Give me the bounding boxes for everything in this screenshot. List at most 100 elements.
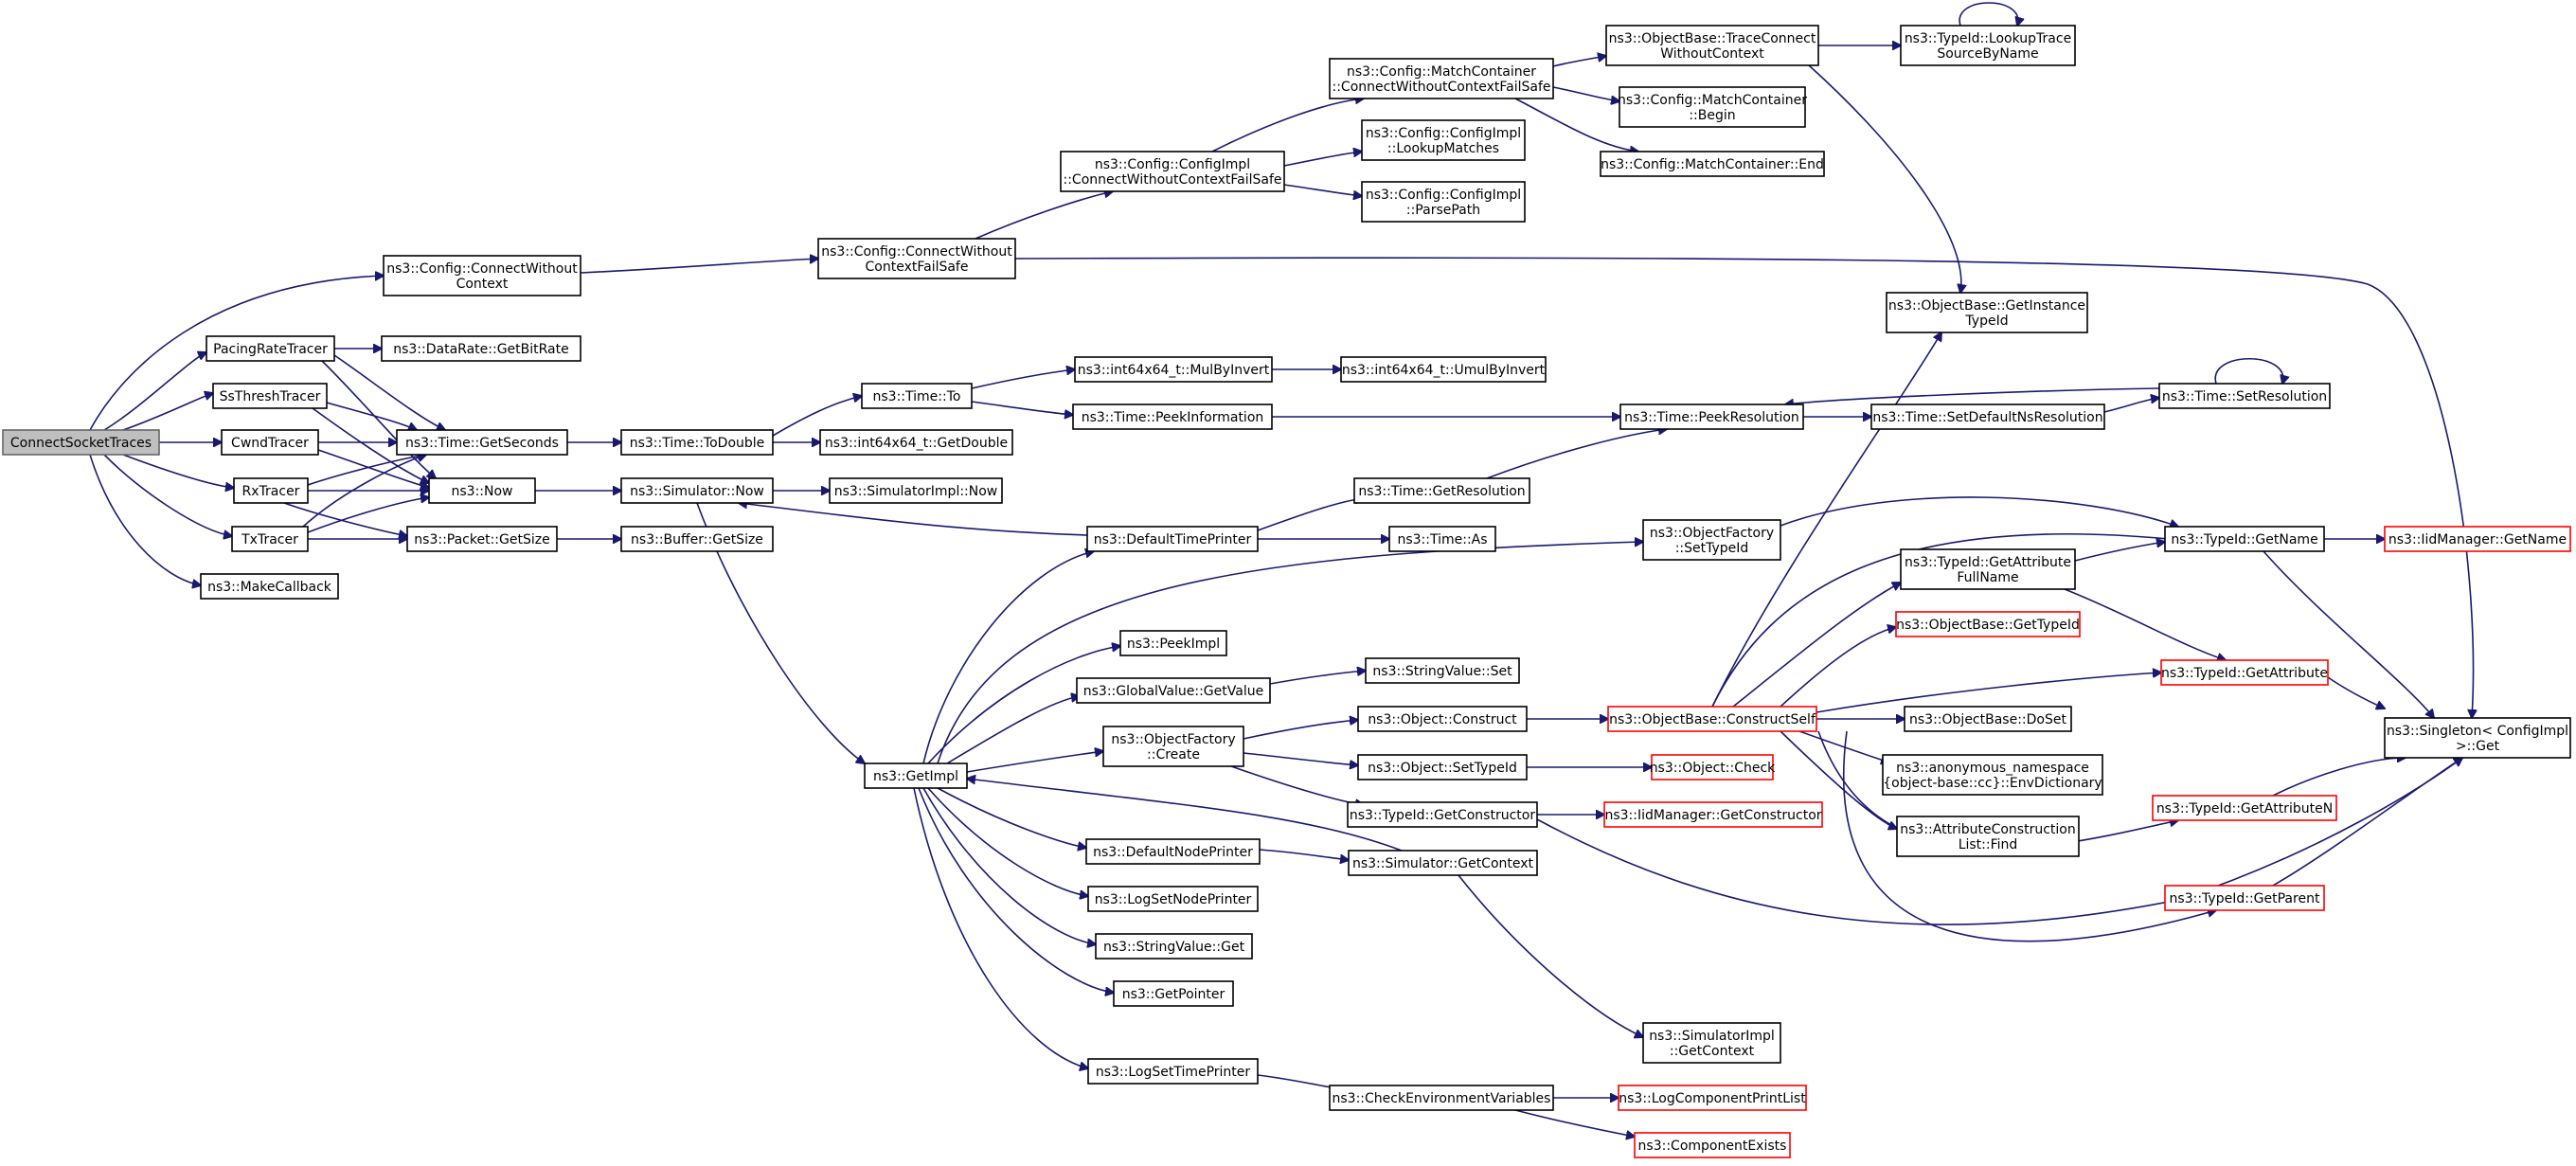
node-lookupmatches[interactable]: ns3::Config::ConfigImpl::LookupMatches <box>1361 119 1526 161</box>
node-box <box>200 573 339 600</box>
node-rx[interactable]: RxTracer <box>233 477 309 504</box>
node-setdefnsres[interactable]: ns3::Time::SetDefaultNsResolution <box>1870 404 2105 430</box>
node-envdict[interactable]: ns3::anonymous_namespace{object-base::cc… <box>1882 754 2103 796</box>
node-timeas[interactable]: ns3::Time::As <box>1388 526 1496 552</box>
node-timeto[interactable]: ns3::Time::To <box>861 383 973 409</box>
node-tidgetattribute[interactable]: ns3::TypeId::GetAttribute <box>2160 659 2329 686</box>
node-compexists[interactable]: ns3::ComponentExists <box>1634 1132 1791 1158</box>
node-gvgetvalue[interactable]: ns3::GlobalValue::GetValue <box>1076 677 1271 704</box>
call-edge-getimpl-to-deftimeprinter <box>922 551 1094 764</box>
node-cwnd[interactable]: CwndTracer <box>221 429 319 456</box>
node-obtracecwc[interactable]: ns3::ObjectBase::TraceConnectWithoutCont… <box>1605 25 1819 66</box>
node-getseconds[interactable]: ns3::Time::GetSeconds <box>396 429 568 456</box>
node-simnow[interactable]: ns3::Simulator::Now <box>620 477 774 504</box>
node-label: ns3::ComponentExists <box>1638 1139 1787 1154</box>
node-objcheck[interactable]: ns3::Object::Check <box>1650 754 1776 780</box>
node-label: ns3::StringValue::Set <box>1372 664 1512 679</box>
node-umulbyinvert[interactable]: ns3::int64x64_t::UmulByInvert <box>1340 356 1547 383</box>
call-edge-deftimeprinter-to-getresolution <box>1257 498 1364 531</box>
node-ofcreate[interactable]: ns3::ObjectFactory::Create <box>1102 726 1244 767</box>
node-iidgetname[interactable]: ns3::IidManager::GetName <box>2384 526 2571 552</box>
node-checkenv[interactable]: ns3::CheckEnvironmentVariables <box>1329 1085 1554 1111</box>
node-obconstructself[interactable]: ns3::ObjectBase::ConstructSelf <box>1607 706 1817 732</box>
node-label: RxTracer <box>242 484 300 499</box>
node-logcompprintlist[interactable]: ns3::LogComponentPrintList <box>1618 1085 1807 1111</box>
node-deftimeprinter[interactable]: ns3::DefaultTimePrinter <box>1086 526 1259 552</box>
node-singleton[interactable]: ns3::Singleton< ConfigImpl >::Get <box>2384 717 2571 759</box>
node-int64getdouble[interactable]: ns3::int64x64_t::GetDouble <box>819 429 1013 456</box>
node-box <box>1357 706 1528 732</box>
node-cicwcfs[interactable]: ns3::Config::ConfigImpl::ConnectWithoutC… <box>1060 151 1285 192</box>
node-mulbyinvert[interactable]: ns3::int64x64_t::MulByInvert <box>1074 356 1273 383</box>
node-getsize[interactable]: ns3::Packet::GetSize <box>406 526 558 552</box>
node-label: WithoutContext <box>1660 46 1764 62</box>
node-box <box>1896 816 2080 857</box>
node-getbitrate[interactable]: ns3::DataRate::GetBitRate <box>381 335 581 362</box>
node-pacing[interactable]: PacingRateTracer <box>206 335 335 362</box>
node-peekres[interactable]: ns3::Time::PeekResolution <box>1619 404 1804 430</box>
node-parsepath[interactable]: ns3::Config::ConfigImpl::ParsePath <box>1361 181 1526 223</box>
node-obgettypeid[interactable]: ns3::ObjectBase::GetTypeId <box>1895 611 2081 637</box>
call-edge-checkenv-to-compexists <box>1514 1109 1635 1137</box>
node-label: ns3::ObjectBase::GetInstance <box>1888 298 2085 314</box>
call-edge-gvgetvalue-to-svset <box>1269 671 1366 685</box>
call-edge-tidgetparent-to-singleton <box>2272 758 2462 887</box>
node-logsettimeprinter[interactable]: ns3::LogSetTimePrinter <box>1087 1058 1259 1085</box>
node-simgetcontext[interactable]: ns3::Simulator::GetContext <box>1348 850 1538 876</box>
node-objconstruct[interactable]: ns3::Object::Construct <box>1357 706 1528 732</box>
node-now[interactable]: ns3::Now <box>428 477 536 504</box>
node-obdoset[interactable]: ns3::ObjectBase::DoSet <box>1904 706 2072 732</box>
call-edge-getresolution-to-peekres <box>1486 429 1667 479</box>
node-defnodeprinter[interactable]: ns3::DefaultNodePrinter <box>1085 838 1261 865</box>
node-timesetres[interactable]: ns3::Time::SetResolution <box>2158 383 2331 409</box>
node-tidgetconstructor[interactable]: ns3::TypeId::GetConstructor <box>1347 801 1538 828</box>
node-peekimpl[interactable]: ns3::PeekImpl <box>1119 630 1227 656</box>
node-label: ns3::StringValue::Get <box>1103 940 1245 955</box>
node-label: ns3::Config::ConnectWithout <box>821 244 1012 260</box>
node-getpointer[interactable]: ns3::GetPointer <box>1113 980 1234 1007</box>
node-iidgetconstructor[interactable]: ns3::IidManager::GetConstructor <box>1603 801 1823 828</box>
node-box <box>428 477 536 504</box>
call-edge-root-to-cwc <box>89 276 384 431</box>
node-svget[interactable]: ns3::StringValue::Get <box>1095 933 1253 960</box>
node-label: TypeId <box>1964 314 2008 329</box>
node-mccwcfs[interactable]: ns3::Config::MatchContainer::ConnectWith… <box>1329 58 1554 99</box>
call-edge-ssthresh-to-now <box>312 407 429 483</box>
node-cwcfs[interactable]: ns3::Config::ConnectWithoutContextFailSa… <box>817 238 1016 279</box>
node-simimplnow[interactable]: ns3::SimulatorImpl::Now <box>829 477 1003 504</box>
node-getresolution[interactable]: ns3::Time::GetResolution <box>1353 477 1530 504</box>
node-tidgetattributen[interactable]: ns3::TypeId::GetAttributeN <box>2152 795 2337 821</box>
node-tidgetname[interactable]: ns3::TypeId::GetName <box>2164 526 2325 552</box>
node-ssthresh[interactable]: SsThreshTracer <box>212 383 328 409</box>
node-box <box>1642 1022 1781 1064</box>
node-mcend[interactable]: ns3::Config::MatchContainer::End <box>1600 151 1825 177</box>
node-makecb[interactable]: ns3::MakeCallback <box>200 573 339 600</box>
call-edge-cicwcfs-to-parsepath <box>1283 184 1362 196</box>
node-label: ns3::SimulatorImpl <box>1649 1029 1775 1044</box>
node-box <box>1072 404 1273 430</box>
node-getimpl[interactable]: ns3::GetImpl <box>864 762 968 789</box>
node-peekinfo[interactable]: ns3::Time::PeekInformation <box>1072 404 1273 430</box>
node-mcbegin[interactable]: ns3::Config::MatchContainer::Begin <box>1618 86 1807 128</box>
node-root[interactable]: ConnectSocketTraces <box>2 429 160 456</box>
node-svset[interactable]: ns3::StringValue::Set <box>1365 657 1520 684</box>
node-tidgetparent[interactable]: ns3::TypeId::GetParent <box>2164 885 2325 911</box>
node-cwc[interactable]: ns3::Config::ConnectWithoutContext <box>383 255 581 296</box>
node-label: ns3::Simulator::Now <box>630 484 764 499</box>
node-bufsize[interactable]: ns3::Buffer::GetSize <box>620 526 774 552</box>
node-box <box>1619 404 1804 430</box>
node-simimplgetcontext[interactable]: ns3::SimulatorImpl::GetContext <box>1642 1022 1781 1064</box>
node-label: FullName <box>1957 570 2018 585</box>
call-edge-timesetres-to-peekres <box>1785 387 2160 404</box>
call-edge-getimpl-to-logsetnodeprinter <box>927 787 1088 896</box>
node-todouble[interactable]: ns3::Time::ToDouble <box>620 429 774 456</box>
node-ofsettypeid[interactable]: ns3::ObjectFactory::SetTypeId <box>1642 519 1781 561</box>
node-box <box>620 477 774 504</box>
node-tx[interactable]: TxTracer <box>231 526 309 552</box>
node-logsetnodeprinter[interactable]: ns3::LogSetNodePrinter <box>1087 886 1259 912</box>
node-objsettypeid[interactable]: ns3::Object::SetTypeId <box>1357 754 1528 780</box>
